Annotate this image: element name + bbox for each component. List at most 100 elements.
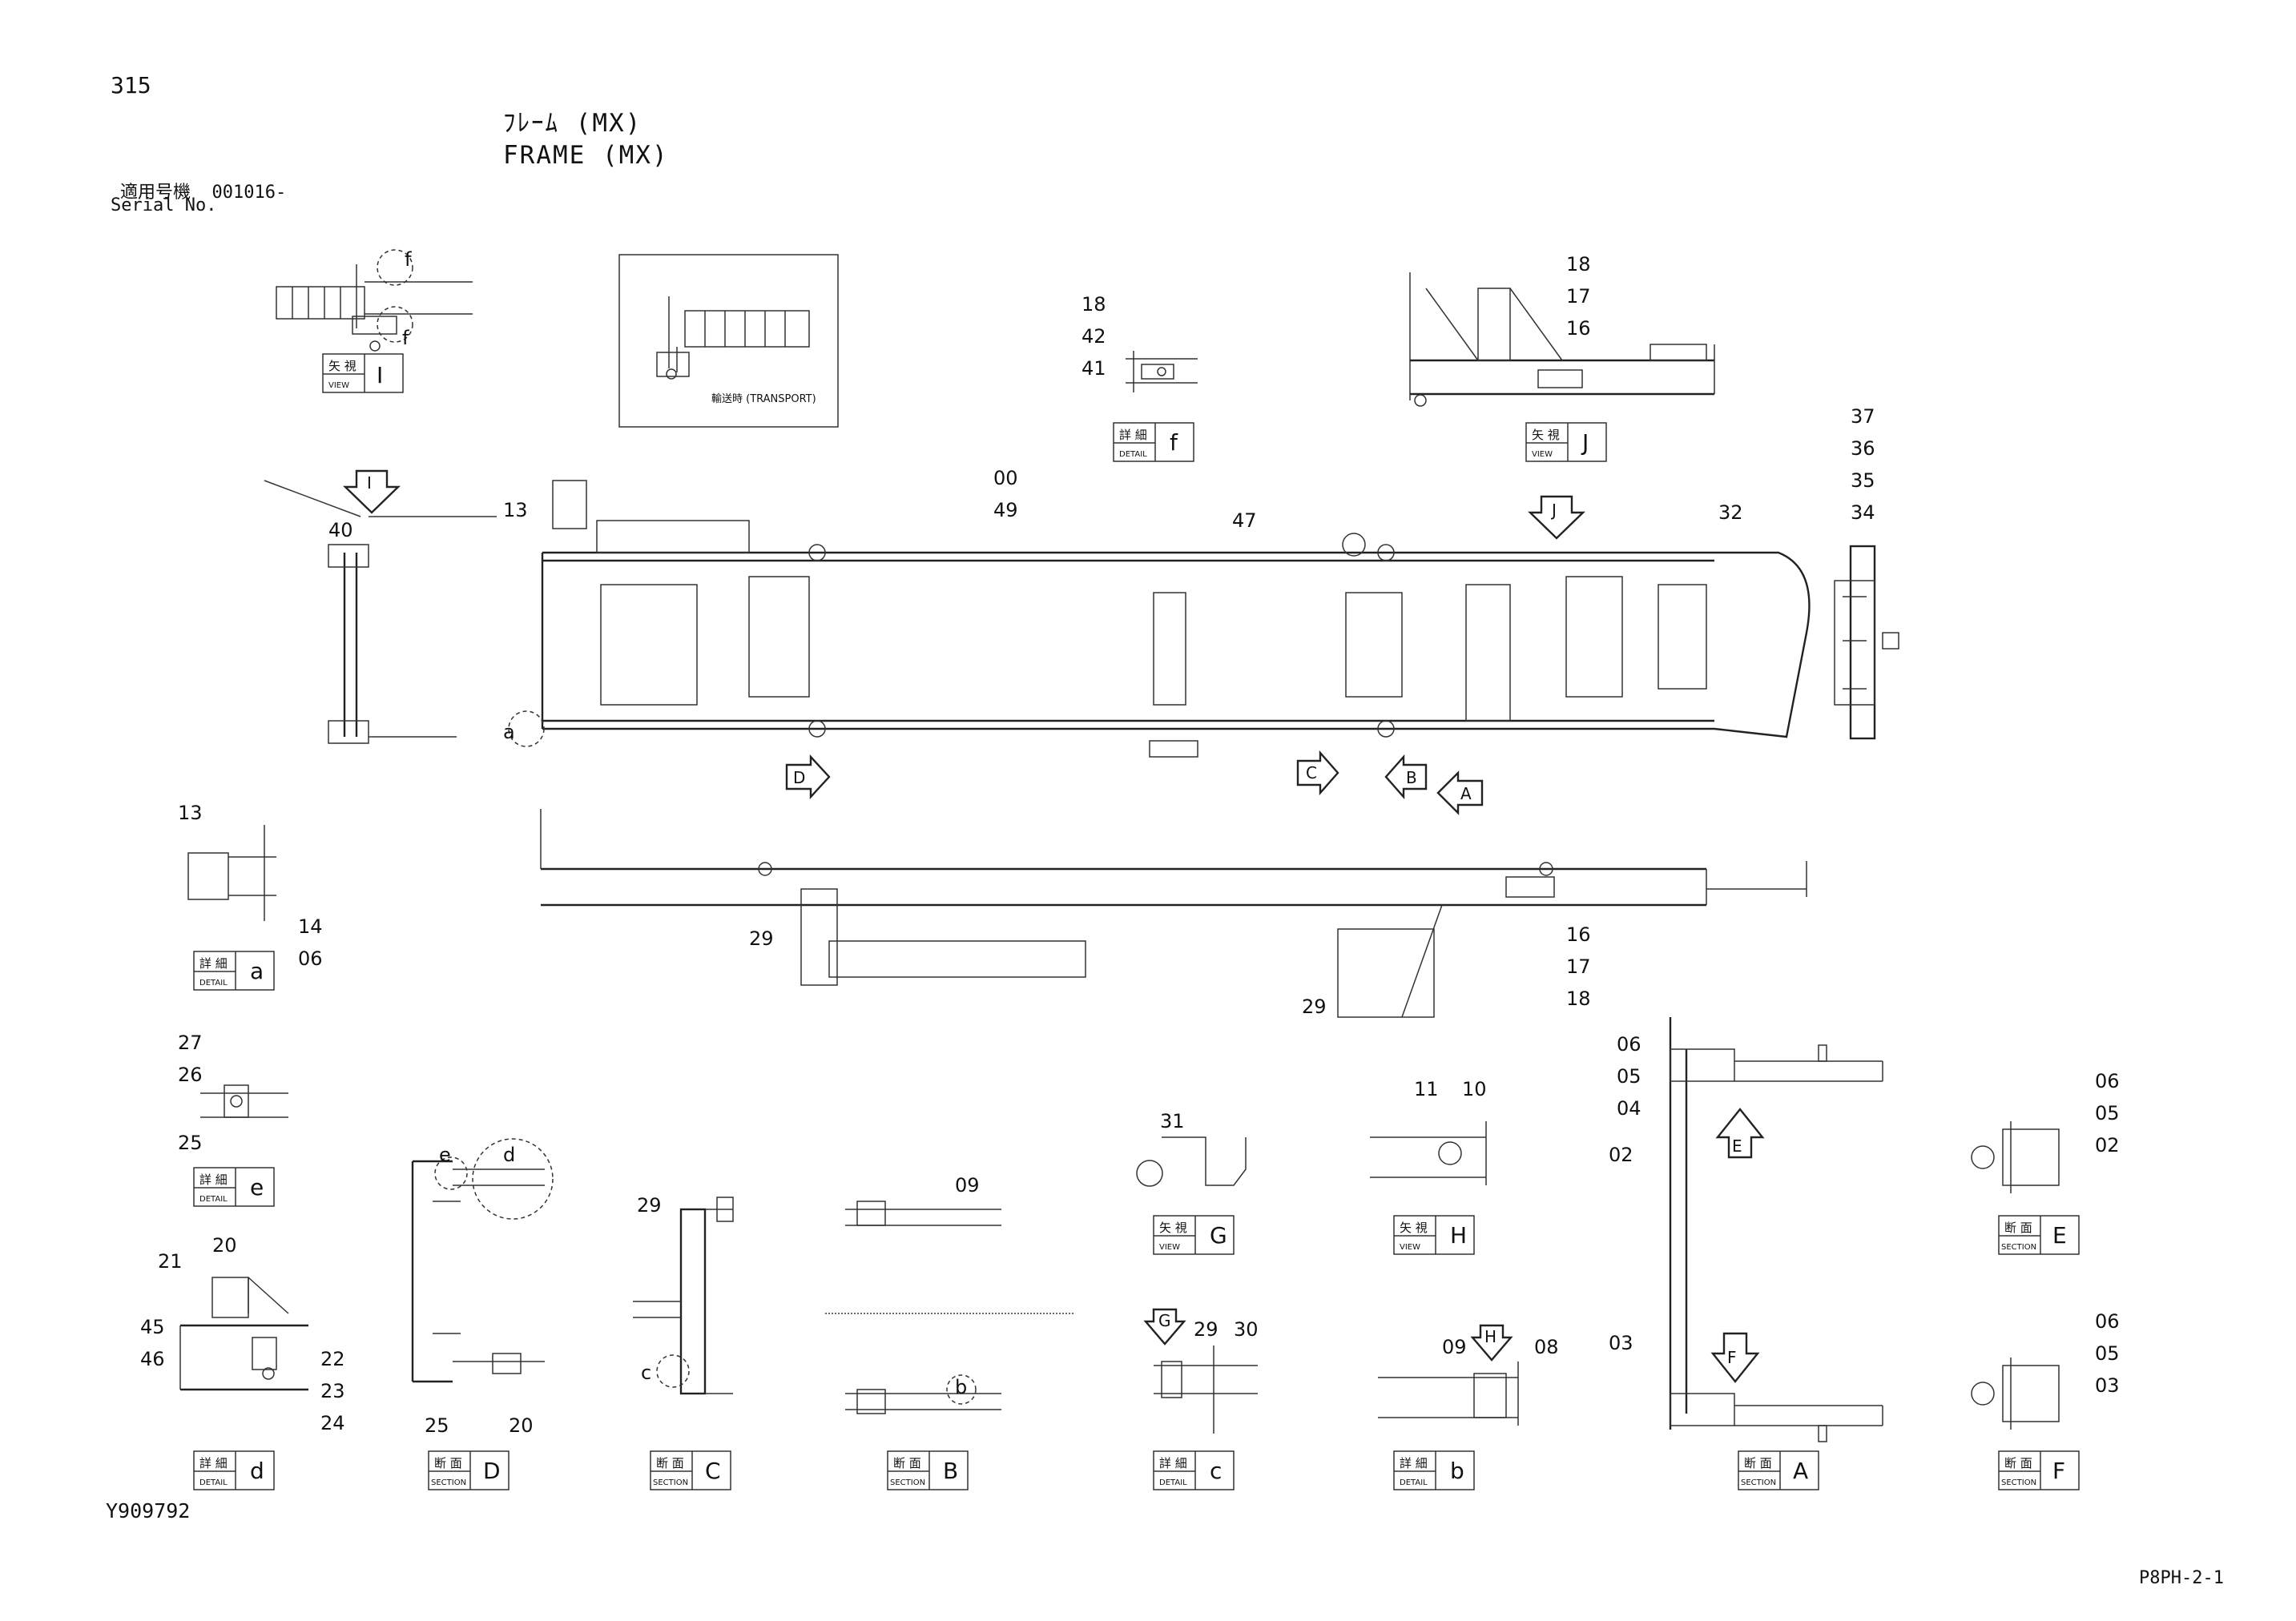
view-arrow-a: A (1436, 770, 1484, 815)
view-arrow-g: G (1143, 1308, 1186, 1345)
svg-text:詳 細: 詳 細 (199, 956, 228, 971)
svg-text:18: 18 (1566, 987, 1591, 1010)
svg-text:SECTION: SECTION (431, 1478, 466, 1487)
label-view-j: 矢 視 VIEW J (1525, 422, 1607, 462)
detail-c-drawing (1154, 1345, 1258, 1434)
svg-text:矢 視: 矢 視 (1400, 1221, 1428, 1235)
svg-text:31: 31 (1160, 1110, 1185, 1132)
svg-text:詳 細: 詳 細 (199, 1173, 228, 1187)
svg-text:G: G (1210, 1222, 1227, 1249)
part-number: 18 (1082, 293, 1106, 316)
svg-text:DETAIL: DETAIL (1400, 1478, 1428, 1487)
svg-text:F: F (2052, 1458, 2065, 1484)
label-view-i: 矢 視 VIEW I (322, 353, 404, 393)
callout-letter-f: f (405, 248, 412, 271)
label-view-g: 矢 視 VIEW G (1153, 1215, 1235, 1255)
svg-text:E: E (1732, 1136, 1742, 1156)
svg-text:DETAIL: DETAIL (199, 979, 228, 987)
svg-text:05: 05 (2095, 1342, 2120, 1365)
svg-text:29: 29 (1302, 996, 1327, 1018)
svg-text:34: 34 (1851, 501, 1875, 524)
svg-text:断 面: 断 面 (893, 1456, 921, 1470)
svg-text:46: 46 (140, 1348, 165, 1370)
svg-text:c: c (641, 1362, 651, 1384)
label-detail-f: 詳 細 DETAIL f (1113, 422, 1194, 462)
svg-text:20: 20 (509, 1414, 534, 1437)
svg-text:断 面: 断 面 (656, 1456, 684, 1470)
label-section-e: 断 面 SECTION E (1998, 1215, 2080, 1255)
svg-text:47: 47 (1232, 509, 1257, 532)
svg-text:25: 25 (425, 1414, 449, 1437)
svg-text:I: I (377, 362, 383, 388)
callout-letter-f: f (402, 327, 409, 349)
label-section-b: 断 面 SECTION B (887, 1450, 969, 1490)
part-number: 41 (1082, 357, 1106, 380)
svg-text:詳 細: 詳 細 (1119, 428, 1147, 442)
svg-text:SECTION: SECTION (890, 1478, 925, 1487)
svg-text:B: B (1406, 768, 1417, 787)
svg-text:a: a (503, 721, 515, 743)
svg-text:b: b (1450, 1458, 1464, 1484)
svg-text:VIEW: VIEW (1532, 450, 1553, 459)
svg-text:14: 14 (298, 915, 323, 938)
label-section-a: 断 面 SECTION A (1738, 1450, 1819, 1490)
svg-text:02: 02 (2095, 1134, 2120, 1156)
svg-text:09: 09 (1442, 1336, 1467, 1358)
svg-text:VIEW: VIEW (328, 381, 349, 390)
svg-text:25: 25 (178, 1132, 203, 1154)
document-number: Y909792 (106, 1499, 191, 1522)
svg-text:08: 08 (1534, 1336, 1559, 1358)
svg-text:矢 視: 矢 視 (1159, 1221, 1187, 1235)
label-detail-b: 詳 細 DETAIL b (1393, 1450, 1475, 1490)
section-f-drawing (1971, 1358, 2060, 1430)
part-number: 42 (1082, 325, 1106, 348)
label-section-d: 断 面 SECTION D (428, 1450, 510, 1490)
svg-text:11: 11 (1414, 1078, 1439, 1100)
view-arrow-e: E (1715, 1108, 1765, 1159)
svg-text:29: 29 (749, 927, 774, 950)
svg-text:30: 30 (1234, 1318, 1259, 1341)
svg-text:04: 04 (1617, 1097, 1641, 1120)
svg-text:06: 06 (298, 947, 323, 970)
svg-text:断 面: 断 面 (2004, 1221, 2032, 1235)
label-detail-a: 詳 細 DETAIL a (193, 951, 275, 991)
view-h-drawing (1370, 1121, 1487, 1185)
svg-text:45: 45 (140, 1316, 165, 1338)
svg-text:a: a (250, 958, 264, 984)
svg-text:DETAIL: DETAIL (1159, 1478, 1187, 1487)
view-arrow-f: F (1710, 1332, 1760, 1383)
frame-top-view (508, 480, 1811, 758)
section-c-drawing (633, 1197, 734, 1395)
svg-text:断 面: 断 面 (1744, 1456, 1772, 1470)
detail-f-drawing (1126, 351, 1198, 392)
label-detail-c: 詳 細 DETAIL c (1153, 1450, 1235, 1490)
svg-text:e: e (250, 1174, 264, 1201)
svg-text:H: H (1450, 1222, 1467, 1249)
svg-text:40: 40 (328, 519, 353, 541)
svg-text:21: 21 (158, 1250, 183, 1273)
label-detail-d: 詳 細 DETAIL d (193, 1450, 275, 1490)
svg-text:16: 16 (1566, 923, 1591, 946)
svg-text:20: 20 (212, 1234, 237, 1257)
view-j-drawing (1409, 272, 1715, 407)
svg-text:03: 03 (1609, 1332, 1633, 1354)
svg-text:E: E (2052, 1222, 2067, 1249)
part-number: 18 (1566, 253, 1591, 276)
transport-view: 輸送時 (TRANSPORT) (618, 254, 839, 428)
frame-side-view (540, 809, 1807, 1018)
end-view-drawing (1834, 545, 1899, 740)
transport-note: 輸送時 (TRANSPORT) (711, 393, 816, 405)
svg-text:C: C (705, 1458, 721, 1484)
svg-text:06: 06 (1617, 1033, 1641, 1056)
svg-text:00: 00 (993, 467, 1018, 489)
svg-text:矢 視: 矢 視 (328, 359, 356, 373)
svg-text:断 面: 断 面 (2004, 1456, 2032, 1470)
svg-text:27: 27 (178, 1032, 203, 1054)
svg-text:SECTION: SECTION (653, 1478, 688, 1487)
serial-number-japanese: 適用号機 001016- (120, 183, 287, 203)
svg-text:d: d (250, 1458, 264, 1484)
svg-text:13: 13 (503, 499, 528, 521)
svg-text:詳 細: 詳 細 (199, 1456, 228, 1470)
